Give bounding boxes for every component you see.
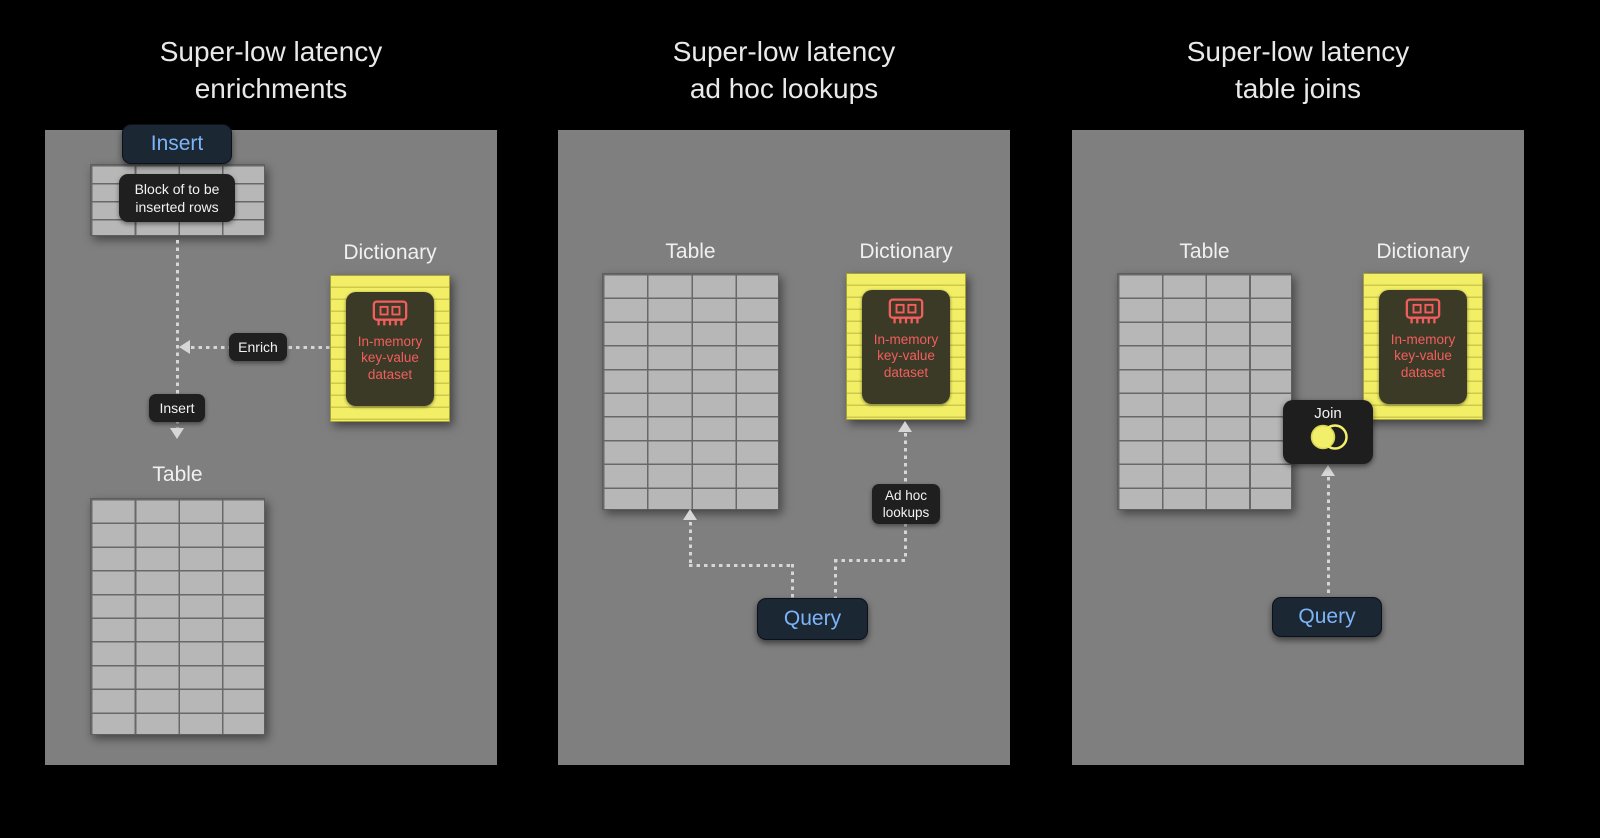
insert-button: Insert bbox=[122, 124, 232, 164]
dictionary-note: In-memory key-value dataset bbox=[330, 275, 450, 422]
flow-line-query-join bbox=[1327, 477, 1330, 597]
flow-line-to-table bbox=[689, 564, 794, 567]
join-badge-label: Join bbox=[1314, 405, 1342, 422]
dictionary-card: In-memory key-value dataset bbox=[1379, 289, 1467, 404]
table-label: Table bbox=[665, 240, 716, 263]
flow-line-query-stem-left bbox=[791, 564, 794, 598]
insert-button-label: Insert bbox=[150, 132, 204, 155]
dictionary-text: In-memory key-value dataset bbox=[1391, 332, 1456, 382]
panel-title-table-joins: Super-low latency table joins bbox=[1072, 33, 1524, 107]
flow-line-query-stem-right bbox=[834, 559, 837, 598]
dictionary-text: In-memory key-value dataset bbox=[874, 332, 939, 382]
flow-line-insert bbox=[176, 240, 179, 428]
arrowhead-up-icon bbox=[1321, 465, 1335, 476]
table-label: Table bbox=[1179, 240, 1230, 263]
dict-text-line-3: dataset bbox=[367, 366, 413, 382]
flow-line-to-dictionary bbox=[834, 559, 907, 562]
query-button-label: Query bbox=[1298, 605, 1356, 628]
enrich-label: Enrich bbox=[229, 333, 287, 361]
memory-chip-icon bbox=[888, 298, 924, 323]
dict-text-line-2: key-value bbox=[1394, 348, 1452, 363]
table-grid bbox=[1117, 273, 1292, 510]
dictionary-note: In-memory key-value dataset bbox=[846, 273, 966, 420]
query-button: Query bbox=[757, 598, 868, 640]
join-badge: Join bbox=[1283, 400, 1373, 464]
dictionary-card: In-memory key-value dataset bbox=[862, 289, 950, 404]
table-label: Table bbox=[152, 463, 203, 486]
table-grid bbox=[90, 498, 265, 735]
dict-text-line-1: In-memory bbox=[873, 331, 939, 347]
block-rows-line-2: inserted rows bbox=[135, 199, 219, 215]
dictionary-label: Dictionary bbox=[343, 241, 437, 264]
dict-text-line-2: key-value bbox=[877, 348, 935, 363]
dictionary-label: Dictionary bbox=[859, 240, 953, 263]
enrich-label-text: Enrich bbox=[238, 339, 278, 355]
adhoc-line-1: Ad hoc bbox=[884, 488, 928, 503]
title-line-2: table joins bbox=[1234, 73, 1362, 104]
arrowhead-left-icon bbox=[179, 340, 190, 354]
panel-enrichments: Insert Block of to be inserted rows Enri… bbox=[45, 124, 497, 765]
block-rows-line-1: Block of to be bbox=[134, 181, 220, 197]
insert-step-label: Insert bbox=[149, 394, 205, 422]
dictionary-card: In-memory key-value dataset bbox=[346, 291, 434, 406]
title-line-1: Super-low latency bbox=[1186, 36, 1410, 67]
block-rows-label: Block of to be inserted rows bbox=[119, 174, 235, 222]
insert-step-text: Insert bbox=[159, 400, 195, 416]
arrowhead-up-icon bbox=[898, 421, 912, 432]
arrowhead-down-icon bbox=[170, 428, 184, 439]
memory-chip-icon bbox=[372, 300, 408, 325]
title-line-1: Super-low latency bbox=[159, 36, 383, 67]
title-line-2: ad hoc lookups bbox=[689, 73, 879, 104]
dictionary-text: In-memory key-value dataset bbox=[358, 334, 423, 384]
panel-table-joins: Table Dictionary In-memory key-value dat… bbox=[1072, 130, 1524, 765]
venn-join-icon bbox=[1310, 424, 1348, 450]
dict-text-line-3: dataset bbox=[883, 364, 929, 380]
dictionary-note: In-memory key-value dataset bbox=[1363, 273, 1483, 420]
title-line-1: Super-low latency bbox=[672, 36, 896, 67]
adhoc-line-2: lookups bbox=[882, 505, 930, 520]
flow-line-table-up bbox=[689, 522, 692, 564]
panel-title-enrichments: Super-low latency enrichments bbox=[45, 33, 497, 107]
dictionary-label: Dictionary bbox=[1376, 240, 1470, 263]
query-button-label: Query bbox=[783, 607, 842, 630]
title-line-2: enrichments bbox=[194, 73, 348, 104]
panel-title-adhoc-lookups: Super-low latency ad hoc lookups bbox=[558, 33, 1010, 107]
table-grid bbox=[602, 273, 779, 510]
arrowhead-up-icon bbox=[683, 509, 697, 520]
dict-text-line-2: key-value bbox=[361, 350, 419, 365]
memory-chip-icon bbox=[1405, 298, 1441, 323]
panel-adhoc-lookups: Table Dictionary In-memory key-value dat… bbox=[558, 130, 1010, 765]
dict-text-line-1: In-memory bbox=[357, 333, 423, 349]
dict-text-line-3: dataset bbox=[1400, 364, 1446, 380]
query-button: Query bbox=[1272, 597, 1382, 637]
dict-text-line-1: In-memory bbox=[1390, 331, 1456, 347]
adhoc-lookups-label: Ad hoc lookups bbox=[872, 484, 940, 524]
